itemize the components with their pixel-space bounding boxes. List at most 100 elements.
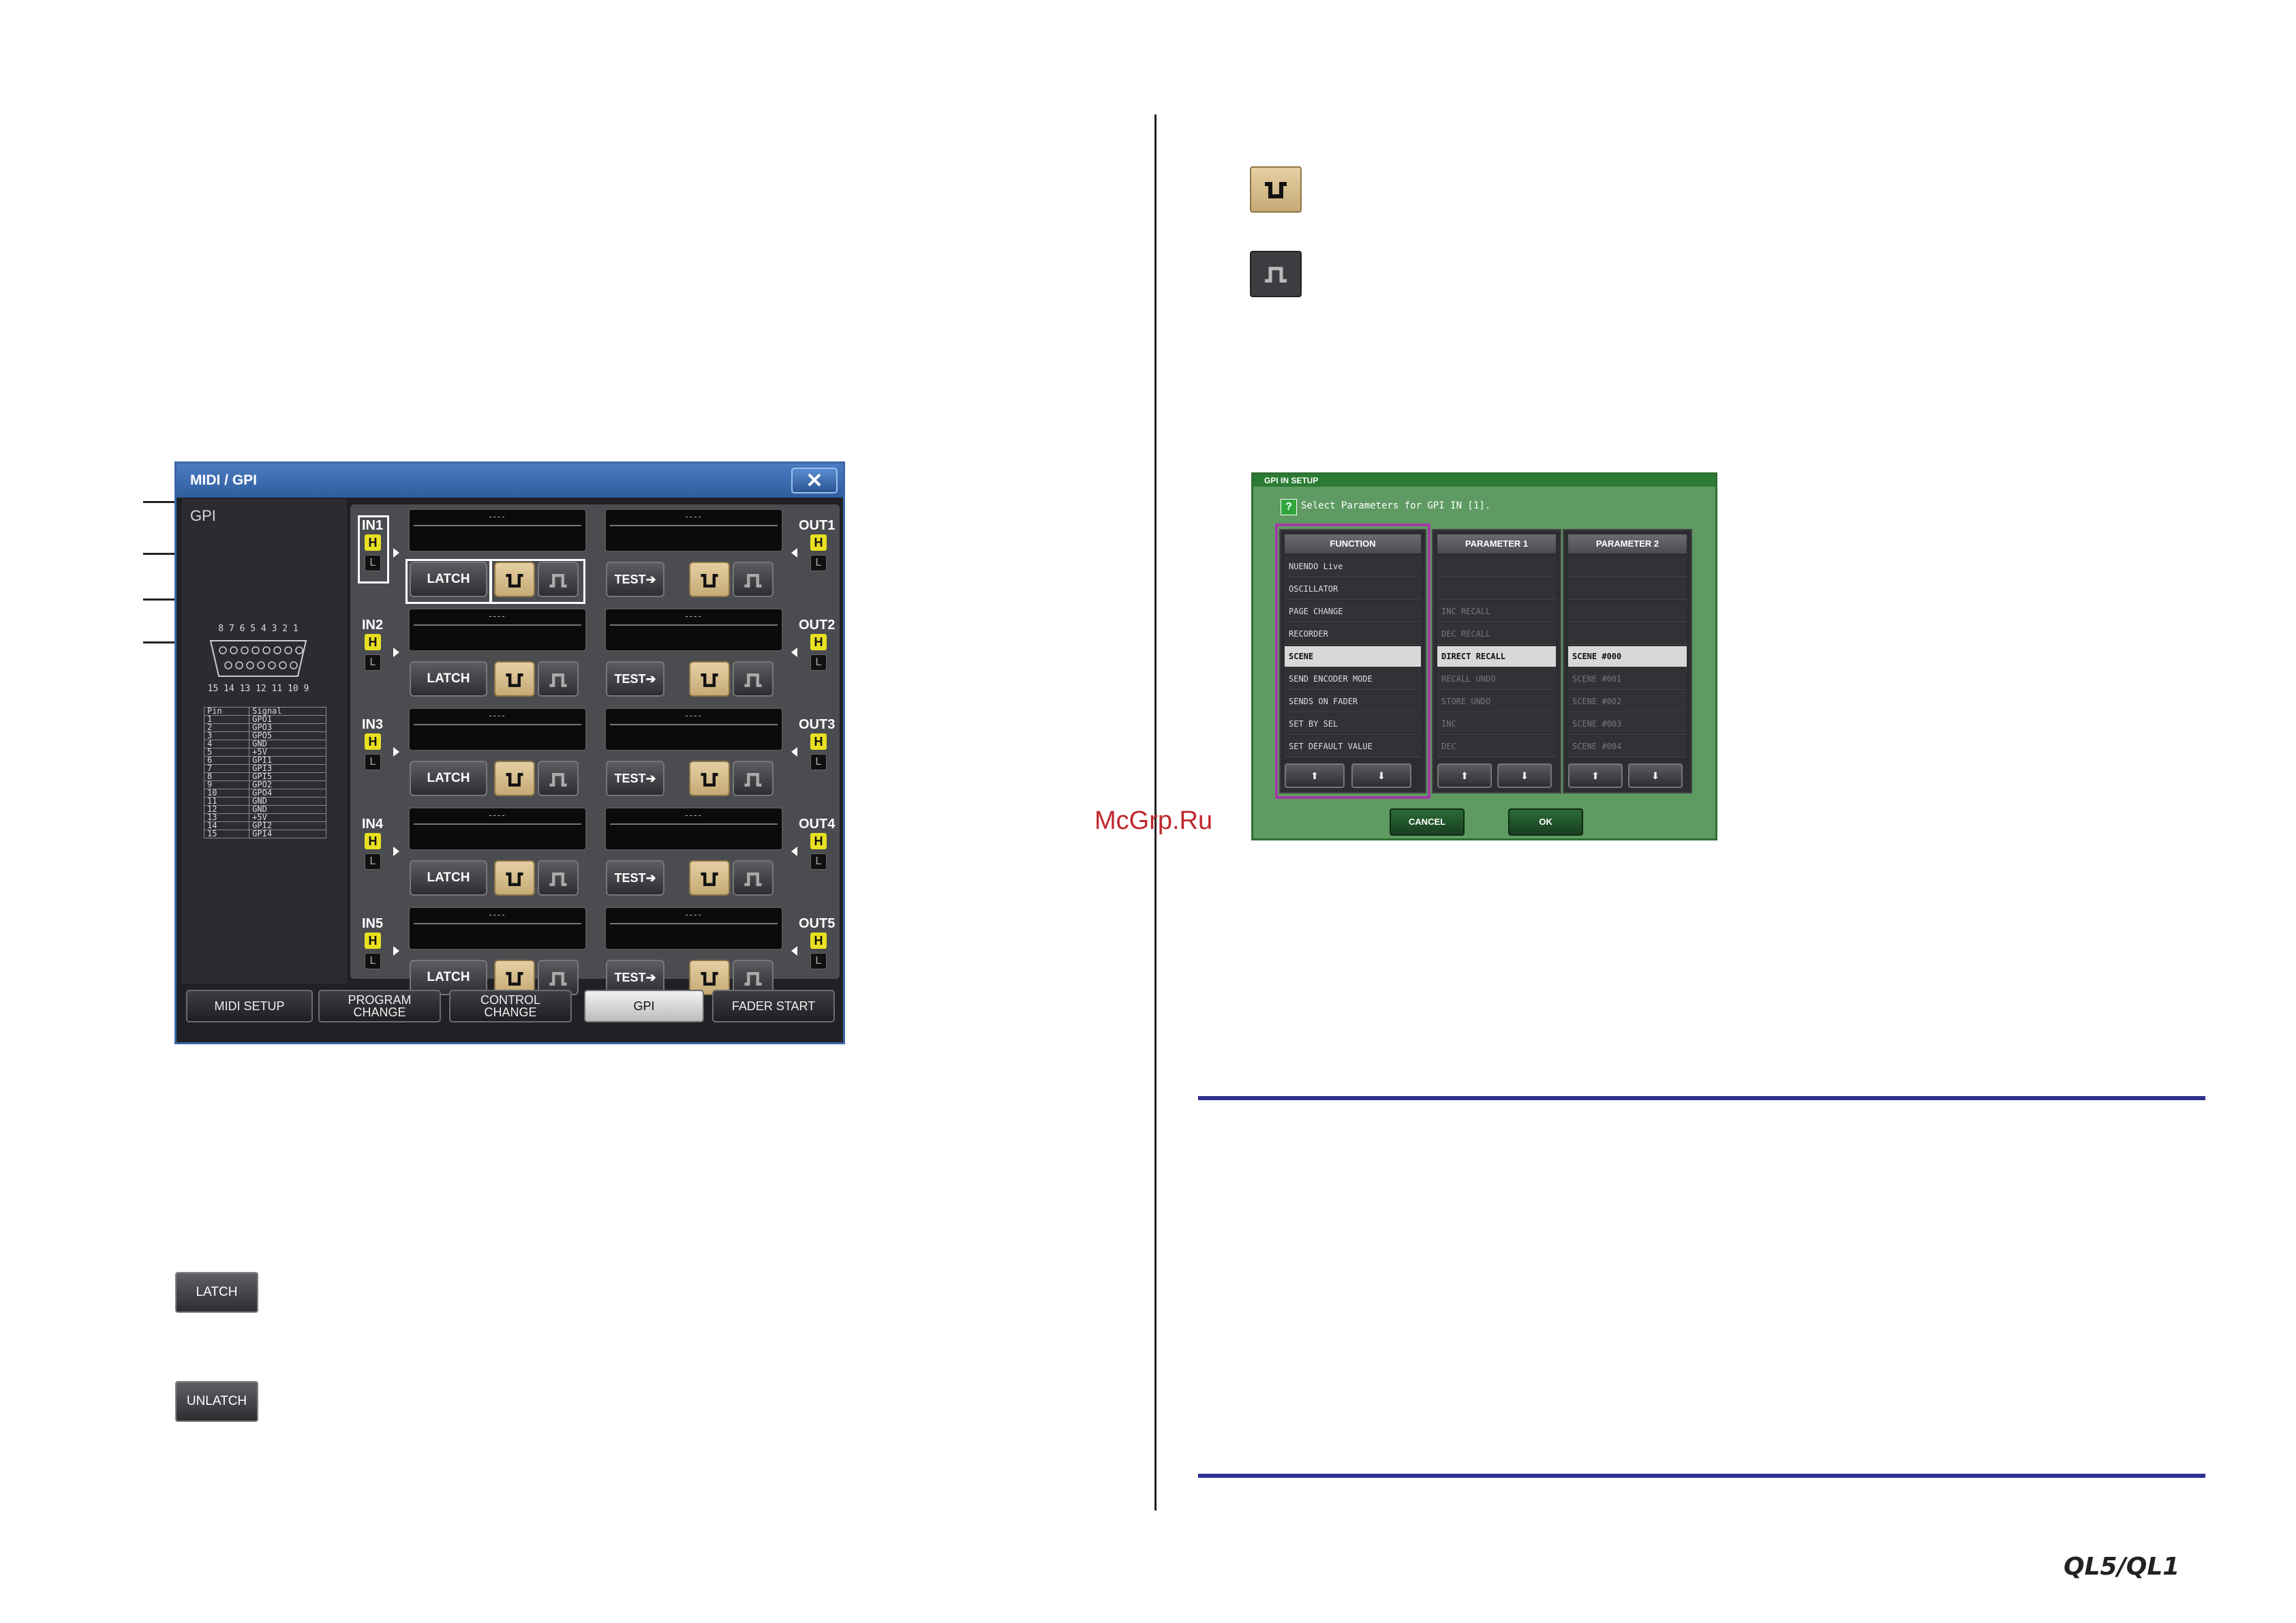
in-high-indicator[interactable]: H <box>365 733 381 750</box>
polarity-low-button[interactable] <box>689 661 730 697</box>
parameter2-down-button[interactable]: ⬇ <box>1628 763 1683 788</box>
parameter2-list-item[interactable] <box>1568 556 1687 577</box>
polarity-low-button[interactable] <box>689 562 730 597</box>
function-list-item[interactable]: SCENE <box>1285 646 1421 667</box>
polarity-low-button[interactable] <box>494 761 535 796</box>
parameter2-list-item[interactable] <box>1568 624 1687 645</box>
polarity-low-button[interactable] <box>689 761 730 796</box>
test-button[interactable]: TEST➔ <box>606 562 664 597</box>
latch-button[interactable]: LATCH <box>410 661 487 697</box>
latch-button[interactable]: LATCH <box>410 761 487 796</box>
function-down-button[interactable]: ⬇ <box>1351 763 1411 788</box>
out-low-indicator[interactable]: L <box>810 853 827 870</box>
parameter2-list-item[interactable]: SCENE #001 <box>1568 669 1687 690</box>
out-high-indicator[interactable]: H <box>810 733 827 750</box>
in-function-display[interactable]: ---- <box>408 708 587 751</box>
polarity-high-button[interactable] <box>733 661 774 697</box>
parameter1-list-item[interactable]: INC <box>1437 714 1556 735</box>
function-list-item[interactable]: SENDS ON FADER <box>1285 691 1421 712</box>
out-high-indicator[interactable]: H <box>810 932 827 949</box>
polarity-high-button[interactable] <box>538 860 579 896</box>
out-high-indicator[interactable]: H <box>810 833 827 849</box>
parameter2-list-item[interactable]: SCENE #004 <box>1568 736 1687 757</box>
tab-gpi[interactable]: GPI <box>584 990 704 1022</box>
in-low-indicator[interactable]: L <box>365 754 381 770</box>
out-low-indicator[interactable]: L <box>810 754 827 770</box>
close-button[interactable]: ✕ <box>791 468 838 494</box>
parameter2-list-item[interactable]: SCENE #003 <box>1568 714 1687 735</box>
parameter1-list-item[interactable]: DIRECT RECALL <box>1437 646 1556 667</box>
in-high-indicator[interactable]: H <box>365 932 381 949</box>
ok-button[interactable]: OK <box>1508 808 1583 836</box>
function-list-item[interactable]: RECORDER <box>1285 624 1421 645</box>
in-high-indicator[interactable]: H <box>365 534 381 551</box>
function-up-button[interactable]: ⬆ <box>1285 763 1345 788</box>
parameter1-list-item[interactable]: INC RECALL <box>1437 601 1556 622</box>
polarity-low-button[interactable] <box>494 960 535 995</box>
function-list-item[interactable]: SET BY SEL <box>1285 714 1421 735</box>
tab-program-change[interactable]: PROGRAM CHANGE <box>318 990 441 1022</box>
out-low-indicator[interactable]: L <box>810 953 827 969</box>
unlatch-button[interactable]: UNLATCH <box>175 1381 258 1422</box>
in-high-indicator[interactable]: H <box>365 634 381 650</box>
in-function-display[interactable]: ---- <box>408 509 587 552</box>
polarity-high-button[interactable] <box>733 562 774 597</box>
polarity-high-button[interactable] <box>538 661 579 697</box>
polarity-high-button[interactable] <box>538 960 579 995</box>
out-function-display[interactable]: ---- <box>604 807 783 851</box>
parameter2-up-button[interactable]: ⬆ <box>1568 763 1623 788</box>
latch-button[interactable]: LATCH <box>410 960 487 995</box>
out-function-display[interactable]: ---- <box>604 608 783 652</box>
out-low-indicator[interactable]: L <box>810 555 827 571</box>
parameter1-list-item[interactable]: STORE UNDO <box>1437 691 1556 712</box>
parameter2-list-item[interactable] <box>1568 579 1687 600</box>
polarity-low-button[interactable] <box>494 860 535 896</box>
test-button[interactable]: TEST➔ <box>606 661 664 697</box>
tab-midi-setup[interactable]: MIDI SETUP <box>186 990 313 1022</box>
polarity-high-button[interactable] <box>733 860 774 896</box>
in-function-display[interactable]: ---- <box>408 608 587 652</box>
latch-button[interactable]: LATCH <box>410 562 487 597</box>
parameter2-list-item[interactable] <box>1568 601 1687 622</box>
polarity-low-button[interactable] <box>689 860 730 896</box>
in-low-indicator[interactable]: L <box>365 853 381 870</box>
function-list-item[interactable]: SET DEFAULT VALUE <box>1285 736 1421 757</box>
function-list-item[interactable]: SEND ENCODER MODE <box>1285 669 1421 690</box>
function-list-item[interactable]: OSCILLATOR <box>1285 579 1421 600</box>
parameter1-list-item[interactable]: DEC <box>1437 736 1556 757</box>
parameter1-list-item[interactable]: RECALL UNDO <box>1437 669 1556 690</box>
latch-button[interactable]: LATCH <box>410 860 487 896</box>
parameter1-list-item[interactable] <box>1437 556 1556 577</box>
in-function-display[interactable]: ---- <box>408 807 587 851</box>
function-list-item[interactable]: NUENDO Live <box>1285 556 1421 577</box>
polarity-low-button[interactable] <box>689 960 730 995</box>
parameter2-list-item[interactable]: SCENE #002 <box>1568 691 1687 712</box>
in-low-indicator[interactable]: L <box>365 953 381 969</box>
polarity-high-button[interactable] <box>733 761 774 796</box>
tab-fader-start[interactable]: FADER START <box>712 990 835 1022</box>
polarity-low-button[interactable] <box>494 562 535 597</box>
parameter1-list-item[interactable]: DEC RECALL <box>1437 624 1556 645</box>
parameter1-down-button[interactable]: ⬇ <box>1497 763 1552 788</box>
parameter1-up-button[interactable]: ⬆ <box>1437 763 1492 788</box>
tab-control-change[interactable]: CONTROL CHANGE <box>449 990 572 1022</box>
out-high-indicator[interactable]: H <box>810 634 827 650</box>
out-function-display[interactable]: ---- <box>604 708 783 751</box>
out-function-display[interactable]: ---- <box>604 509 783 552</box>
in-low-indicator[interactable]: L <box>365 555 381 571</box>
test-button[interactable]: TEST➔ <box>606 761 664 796</box>
in-low-indicator[interactable]: L <box>365 654 381 671</box>
out-high-indicator[interactable]: H <box>810 534 827 551</box>
function-list-item[interactable]: PAGE CHANGE <box>1285 601 1421 622</box>
polarity-low-button[interactable] <box>494 661 535 697</box>
out-function-display[interactable]: ---- <box>604 907 783 950</box>
polarity-high-button[interactable] <box>538 562 579 597</box>
out-low-indicator[interactable]: L <box>810 654 827 671</box>
parameter2-list-item[interactable]: SCENE #000 <box>1568 646 1687 667</box>
in-function-display[interactable]: ---- <box>408 907 587 950</box>
test-button[interactable]: TEST➔ <box>606 860 664 896</box>
polarity-high-button[interactable] <box>538 761 579 796</box>
latch-button[interactable]: LATCH <box>175 1272 258 1313</box>
cancel-button[interactable]: CANCEL <box>1390 808 1465 836</box>
in-high-indicator[interactable]: H <box>365 833 381 849</box>
